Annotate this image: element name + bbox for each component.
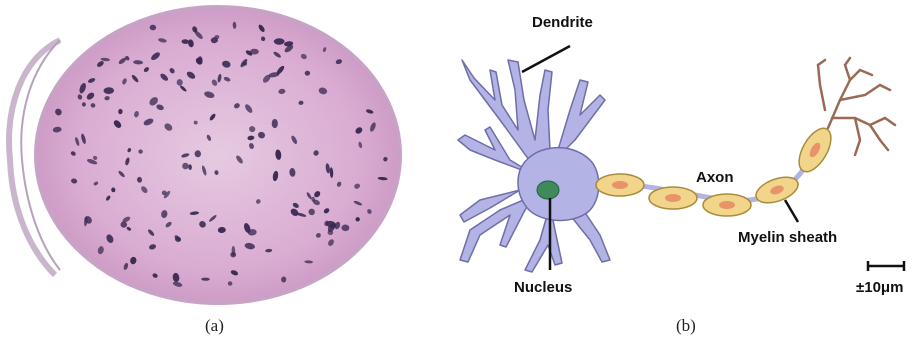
scale-label: ±10μm [856, 279, 903, 296]
scale-bar [868, 261, 904, 271]
neuron-diagram: Dendrite Axon Nucleus Myelin sheath ±10μ… [440, 0, 919, 310]
cell-nucleus [274, 38, 285, 44]
myelin-pointer [785, 200, 798, 222]
panel-a-caption: (a) [205, 316, 224, 336]
myelin-sheath-label: Myelin sheath [738, 229, 837, 246]
axon-label: Axon [696, 169, 734, 186]
nucleus-shape [537, 181, 559, 199]
cell-body [518, 148, 599, 221]
dendrite-pointer [522, 46, 570, 72]
panel-b-caption: (b) [676, 316, 696, 336]
dendrite-label: Dendrite [532, 14, 593, 31]
histology-micrograph [0, 0, 430, 310]
myelin-segment [703, 194, 751, 216]
nucleus-label: Nucleus [514, 279, 572, 296]
myelin-segment [596, 174, 644, 196]
cell-nucleus [272, 119, 278, 128]
myelin-segment [793, 123, 838, 177]
myelin-segment [649, 187, 697, 209]
cell-nucleus [182, 163, 188, 170]
